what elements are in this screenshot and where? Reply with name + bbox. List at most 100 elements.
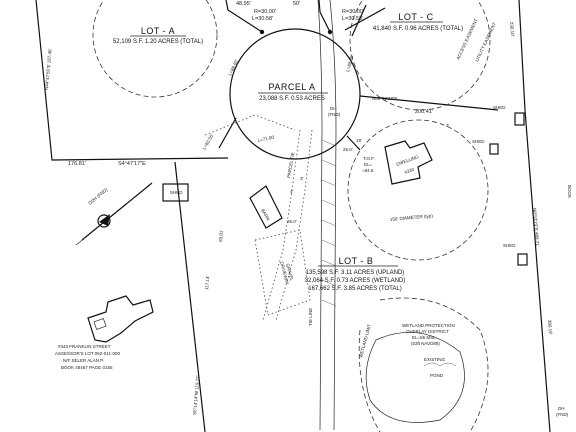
dh-label: DH [330,106,337,111]
pond-label: POND [430,373,444,378]
shed-3-label: SHED [472,139,485,144]
dim-d7: 25.0' [343,147,353,152]
boundary-left-upper [35,0,229,161]
dim-d6: 150' DIAMETER (typ) [390,213,434,222]
wetland-protection-line [379,297,489,432]
boundary-top-right [318,0,331,33]
dwelling-number: #333 [404,167,416,175]
dim-d21: 4' [290,189,294,194]
parcel-a-title: PARCEL A [268,82,315,92]
dwelling-label: DWELLING [396,154,420,167]
driveway-edge [317,0,323,431]
dim-d9: S5°14'14"W 119.72' [192,375,200,415]
ddh-label: DDH (FND) [87,187,108,206]
parcel-left-curve: L=60.55' [202,133,215,151]
parcel-a-circle [229,28,361,160]
boundary-top-left [225,0,263,33]
dh2-fnd: (FND) [556,412,569,417]
navd-label: (53ft NAVD88) [411,341,440,346]
gravel-label: GRAVEL [285,263,295,282]
neighbor-rect [93,318,107,330]
dim-d2: S4°47'17"E [118,161,146,167]
pond-outline [365,331,465,423]
dim-d15: 117.14' [204,275,210,290]
tie-line [204,114,296,136]
dim-d12: N0°53'23"E 489.71' [532,208,540,247]
boundary-left-lower [174,161,206,432]
parcel-point [259,29,265,35]
driveway-hatch [321,139,337,307]
shed-1 [162,183,189,202]
lot-b-dashed-circle [347,119,489,261]
parcel-side-curve: L=88.60' [227,59,239,77]
lot-c-title: LOT - C [398,12,433,22]
dim-d3: 200.41' [415,109,433,115]
lot-c-area: 41,840 S.F. 0.96 ACRES (TOTAL) [373,26,463,32]
curve-right-radius: R=30.00' [342,9,364,15]
dwelling [384,140,433,185]
lot-b-title: LOT - B [339,256,374,266]
driveway-label: DRIVEWAY [279,261,290,285]
barn-label: BARN [260,208,271,221]
shed-4-label: SHED [503,243,516,248]
shed-3 [489,143,499,155]
dim-d14: 230.10' [509,22,515,37]
top-mid-dim: 50' [293,1,300,7]
elev-label: EL=55 MSL [412,335,436,340]
boundary-right [518,0,551,432]
curve-right-length: L=30.58' [342,16,363,22]
dim-d11: 380.19' [547,320,553,335]
lot-a-title: LOT - A [141,26,175,36]
lot-b-wetland: 32,064 S.F. 0.73 ACRES (WETLAND) [305,278,406,284]
dim-d17: 83.81' [218,229,224,242]
parcel-a-area: 23,088 S.F. 0.53 ACRES [259,96,325,102]
dh2-label: DH [558,406,565,411]
dim-d20: 3' [300,176,304,181]
utility-label: UTILITY EASEMENT [474,21,497,62]
parcel-tie-label: PARCEL TIE [286,152,295,178]
barn [249,185,283,229]
dim-d23: 3' [446,123,450,128]
curve-left-radius: R=30.00' [254,9,276,15]
dim-d22: 18' [356,138,362,143]
existing-label: EXISTING [424,357,446,362]
driveway-edge [329,0,337,431]
wetland-protection-line [358,329,381,432]
lot-b-total: 167,662 S.F. 3.85 ACRES (TOTAL) [308,286,402,292]
address-line-4: BOOK 48467 PAGE 0165 [61,365,113,370]
neighbor-house [87,295,154,343]
easement-label: ACCESS EASEMENT [455,18,478,61]
tof-value: =84.6 [362,168,374,173]
address-line-3: N/F SELER ALAN P. [63,358,104,363]
lot-c-dashed-circle [349,0,491,111]
top-left-dim: 48.95' [236,1,251,7]
pond-symbol [423,362,457,367]
gravel-driveway [254,229,311,316]
dim-d1: 176.81' [68,161,86,167]
address-line-2: ASSESSOR'S LOT 052-011-000 [55,351,120,356]
parcel-point [327,29,333,35]
dim-d8: N44°47'55"E 187.46' [44,48,53,90]
boundary-parcel-bottomright [346,135,361,151]
boundary-parcel-left [218,117,237,149]
dh-fnd: (FND) [328,112,341,117]
dim-d5: 25.0' [287,219,297,224]
overlay-label: OVERLAY DISTRICT [406,329,449,334]
boundary-parcel-right [359,95,499,111]
dim-d4: N00°53'23"E [372,96,398,101]
book-label: BOOK [567,185,572,198]
lot-a-dashed-circle [92,0,218,98]
wetland-district-label: WETLAND PROTECTION [402,323,455,328]
address-line-1: #343 FRANKLIN STREET [58,344,111,349]
tie-label: TIE LINE [308,308,313,326]
shed-4 [517,253,528,266]
dim-d19: L=71.00' [257,134,275,143]
curve-left-length: L=30.58' [252,16,273,22]
shed-2 [514,112,525,126]
parcel-right-curve: L=88.95' [345,54,354,72]
shed-2-label: SHED [493,105,506,110]
lot-b-upland: 135,598 S.F. 3.11 ACRES (UPLAND) [306,270,405,276]
shed-1-label: SHED [170,190,183,195]
tof-el: EL= [364,162,373,167]
